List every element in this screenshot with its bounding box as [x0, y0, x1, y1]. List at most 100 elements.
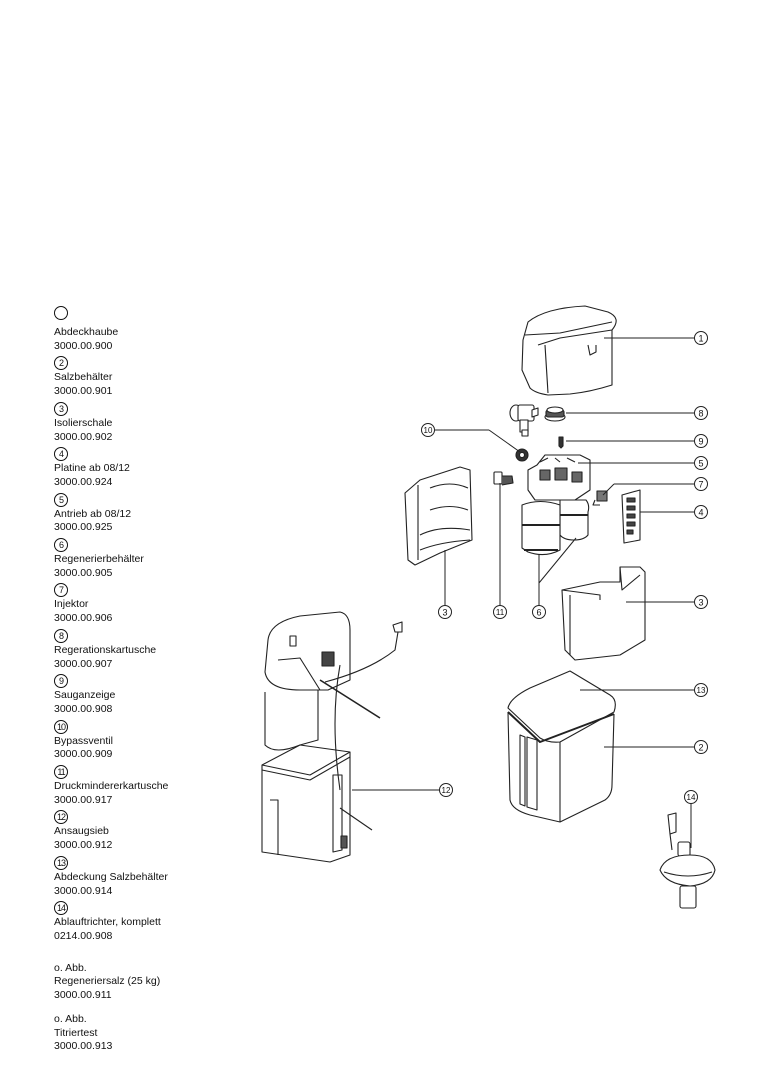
callout-label: 3: [442, 608, 447, 618]
suction-indicator-drawing: [558, 436, 564, 449]
callout-1: 1: [694, 331, 708, 345]
part-name: Bypassventil: [54, 734, 113, 747]
callout-3-left: 3: [438, 605, 452, 619]
callout-5: 5: [694, 456, 708, 470]
part-name: Abdeckhaube: [54, 326, 119, 338]
insulation-shell-left-drawing: [404, 466, 473, 566]
callout-leader-lines: [352, 337, 694, 848]
part-number-badge: 2: [54, 356, 68, 371]
callout-13: 13: [694, 683, 708, 697]
callout-label: 9: [698, 437, 703, 447]
part-number-badge: 10: [54, 719, 68, 734]
part-item-12: 12 Ansaugsieb 3000.00.912: [54, 807, 234, 852]
callout-label: 7: [698, 480, 703, 490]
part-article: 3000.00.907: [54, 657, 113, 670]
part-name: Salzbehälter: [54, 371, 113, 384]
extra-item-titration: o. Abb. Titriertest 3000.00.913: [54, 1013, 234, 1054]
part-number-badge: 12: [54, 810, 68, 825]
part-number-badge: 7: [54, 583, 68, 598]
part-item-14: 14 Ablauftrichter, komplett 0214.00.908: [54, 898, 234, 943]
circuit-board-drawing: [621, 489, 641, 544]
extra-item-salt: o. Abb. Regeneriersalz (25 kg) 3000.00.9…: [54, 962, 234, 1003]
callout-label: 8: [698, 409, 703, 419]
callout-2: 2: [694, 740, 708, 754]
part-article: 3000.00.917: [54, 793, 113, 806]
part-number-badge: 13: [54, 855, 68, 870]
part-name: Sauganzeige: [54, 689, 116, 702]
part-item-11: 11 Druckmindererkartusche 3000.00.917: [54, 762, 234, 807]
part-name: Regenerierbehälter: [54, 553, 144, 566]
part-number-badge: 5: [54, 492, 68, 507]
callout-label: 5: [698, 459, 703, 469]
callout-9: 9: [694, 434, 708, 448]
callout-14: 14: [684, 790, 698, 804]
cover-hood-drawing: [521, 305, 617, 396]
part-article: 3000.00.924: [54, 475, 113, 488]
leader-line-6b: [538, 537, 577, 584]
part-number-badge: 4: [54, 447, 68, 462]
part-number-badge: 11: [54, 765, 68, 780]
callout-7: 7: [694, 477, 708, 491]
callout-label: 3: [698, 598, 703, 608]
injector-drawing: [592, 490, 608, 506]
part-item-7: 7 Injektor 3000.00.906: [54, 580, 234, 625]
salt-container-drawing: [507, 670, 616, 823]
part-number-badge: 3: [54, 401, 68, 416]
part-item-6: 6 Regenerierbehälter 3000.00.905: [54, 535, 234, 580]
part-article: 3000.00.905: [54, 566, 113, 579]
part-article: 0214.00.908: [54, 929, 113, 942]
callout-label: 13: [697, 686, 706, 695]
part-name: Regerationskartusche: [54, 643, 157, 656]
callout-6: 6: [532, 605, 546, 619]
part-article: 3000.00.912: [54, 839, 113, 852]
extra-name: Titriertest: [54, 1026, 98, 1039]
callout-8: 8: [694, 406, 708, 420]
part-number-badge: 6: [54, 538, 68, 553]
part-name: Ablauftrichter, komplett: [54, 916, 161, 929]
bypass-wheel-drawing: [515, 448, 529, 462]
extra-article: 3000.00.913: [54, 1040, 113, 1053]
part-article: 3000.00.925: [54, 521, 113, 534]
part-name: Ansaugsieb: [54, 825, 109, 838]
part-article: 3000.00.900: [54, 339, 113, 352]
part-item-10: 10 Bypassventil 3000.00.909: [54, 717, 234, 762]
part-item-5: 5 Antrieb ab 08/12 3000.00.925: [54, 490, 234, 535]
bypass-valve-drawing: [509, 404, 539, 437]
callout-11: 11: [493, 605, 507, 619]
pressure-reducer-drawing: [493, 471, 514, 486]
callout-12: 12: [439, 783, 453, 797]
callout-label: 12: [442, 786, 451, 795]
callout-10: 10: [421, 423, 435, 437]
part-item-1: Abdeckhaube 3000.00.900: [54, 305, 234, 353]
extra-name: Regeneriersalz (25 kg): [54, 975, 161, 988]
part-item-3: 3 Isolierschale 3000.00.902: [54, 399, 234, 444]
part-article: 3000.00.902: [54, 430, 113, 443]
part-name: Isolierschale: [54, 416, 113, 429]
extra-note: o. Abb.: [54, 1012, 87, 1025]
callout-label: 2: [698, 743, 703, 753]
part-name: Abdeckung Salzbehälter: [54, 870, 168, 883]
extra-article: 3000.00.911: [54, 989, 112, 1002]
regeneration-cartridge-drawing: [544, 406, 566, 422]
part-item-9: 9 Sauganzeige 3000.00.908: [54, 671, 234, 716]
part-number-badge: [54, 306, 68, 320]
callout-label: 10: [424, 426, 433, 435]
part-name: Druckmindererkartusche: [54, 780, 169, 793]
callout-label: 1: [698, 334, 703, 344]
callout-label: 11: [496, 608, 505, 617]
parts-list: Abdeckhaube 3000.00.900 2 Salzbehälter 3…: [54, 305, 234, 1054]
part-item-13: 13 Abdeckung Salzbehälter 3000.00.914: [54, 853, 234, 898]
part-item-2: 2 Salzbehälter 3000.00.901: [54, 353, 234, 398]
callout-3-right: 3: [694, 595, 708, 609]
part-number-badge: 14: [54, 901, 68, 916]
part-article: 3000.00.908: [54, 702, 113, 715]
drive-unit-drawing: [527, 454, 591, 501]
part-name: Platine ab 08/12: [54, 462, 130, 475]
part-article: 3000.00.901: [54, 385, 113, 398]
part-item-8: 8 Regerationskartusche 3000.00.907: [54, 626, 234, 671]
exploded-view-diagram: 1 8 9 10 5 7 4 3 11 6 3 13 2 12 14: [261, 305, 716, 909]
part-name: Antrieb ab 08/12: [54, 507, 132, 520]
leader-line-7a: [602, 483, 615, 496]
callout-label: 6: [536, 608, 541, 618]
part-article: 3000.00.909: [54, 748, 113, 761]
